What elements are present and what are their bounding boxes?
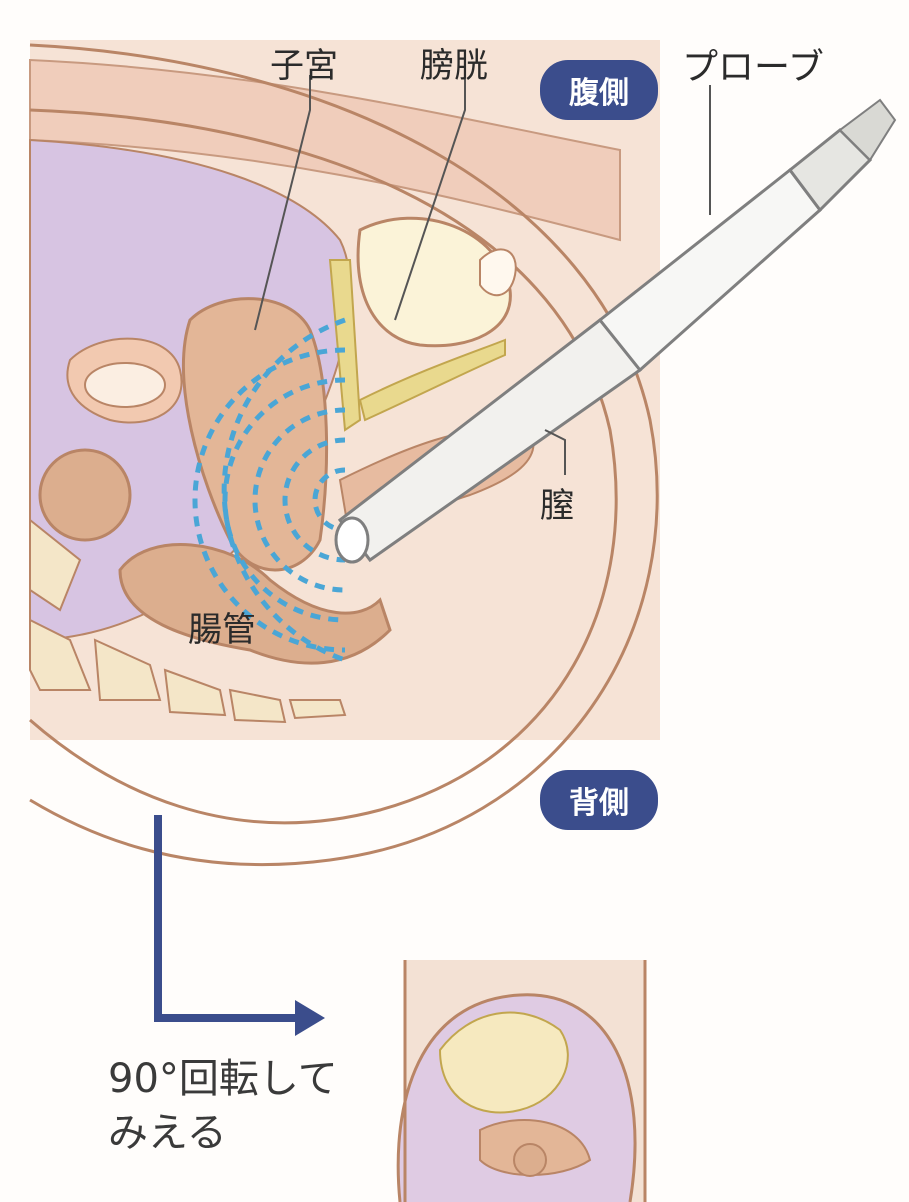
label-rectum: 腸管 — [188, 602, 256, 651]
badge-dorsal: 背側 — [540, 770, 658, 830]
pubic-bone — [480, 249, 516, 295]
inset-cross-section — [398, 960, 645, 1202]
label-probe: プローブ — [682, 38, 824, 90]
label-uterus: 子宮 — [270, 38, 338, 87]
caption-line-1: 90°回転して — [108, 1052, 338, 1106]
rotation-caption: 90°回転して みえる — [108, 1052, 338, 1160]
badge-ventral: 腹側 — [540, 60, 658, 120]
label-vagina: 膣 — [540, 478, 574, 527]
caption-line-2: みえる — [108, 1106, 338, 1160]
ovary-inner — [85, 363, 165, 407]
rotation-arrow — [158, 815, 300, 1018]
label-bladder: 膀胱 — [420, 38, 488, 87]
arrow-head-icon — [295, 1000, 325, 1036]
colon — [40, 450, 130, 540]
